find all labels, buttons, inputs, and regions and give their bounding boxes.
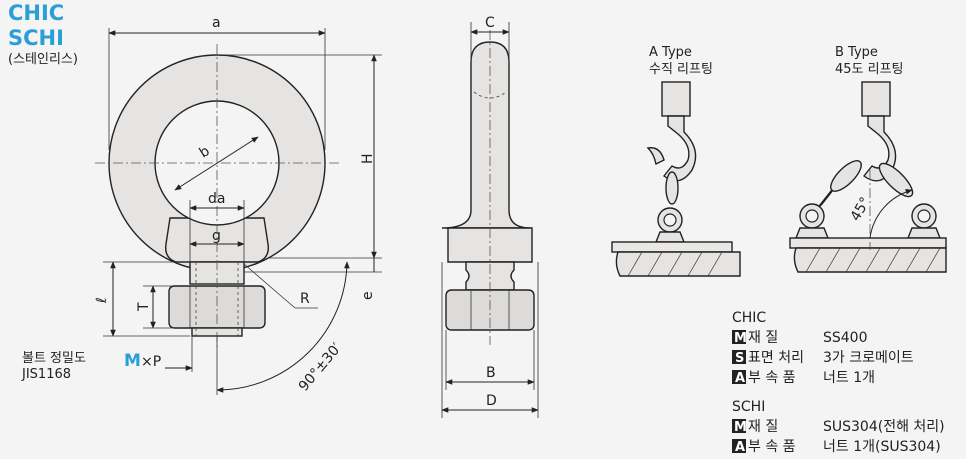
thread-note: 볼트 정밀도 JIS1168 M ×P	[21, 336, 193, 382]
thread-note-line1: 볼트 정밀도	[22, 351, 86, 366]
badge-a-icon	[732, 370, 746, 384]
svg-text:M: M	[734, 420, 747, 435]
dim-e-label: e	[360, 291, 376, 300]
dim-c-label: C	[485, 15, 495, 31]
spec-schi-row-material: M 재 질 SUS304(전해 처리)	[732, 419, 945, 435]
spec-chic-heading: CHIC	[732, 310, 766, 326]
type-b-diagram: B Type 45도 리프팅 45°	[789, 45, 947, 273]
spec-label: 부 속 품	[748, 370, 796, 386]
svg-text:A: A	[735, 440, 745, 455]
title-schi: SCHI	[8, 26, 64, 50]
badge-m-icon	[732, 419, 746, 433]
spec-chic-row-surface: S 표면 처리 3가 크로메이트	[732, 350, 914, 366]
title-chic: CHIC	[8, 1, 64, 25]
dim-g-label: g	[212, 228, 221, 244]
svg-text:A: A	[735, 371, 745, 386]
angle-label: 90°±30′	[296, 340, 345, 394]
thread-m-label: M	[124, 351, 141, 371]
side-collar	[447, 227, 533, 263]
badge-m-icon	[732, 330, 746, 344]
front-view-eyebolt: a b da g R T ℓ H e	[94, 15, 382, 395]
spec-table: CHIC M 재 질 SS400 S 표면 처리 3가 크로메이트 A 부 속 …	[732, 310, 945, 455]
type-b-title: B Type	[835, 45, 878, 60]
thread-note-line2: JIS1168	[21, 367, 71, 382]
spec-chic-row-material: M 재 질 SS400	[732, 330, 868, 346]
spec-label: 재 질	[748, 419, 778, 435]
spec-label: 부 속 품	[748, 439, 796, 455]
spec-schi-heading: SCHI	[732, 399, 765, 415]
dim-t-label: T	[136, 302, 152, 312]
spec-schi-row-accessory: A 부 속 품 너트 1개(SUS304)	[732, 439, 941, 455]
badge-a-icon	[732, 439, 746, 453]
dim-h-label: H	[360, 153, 376, 164]
spec-value: SUS304(전해 처리)	[823, 419, 945, 435]
side-ring	[441, 41, 531, 229]
dim-r-label: R	[300, 291, 310, 307]
type-b-desc: 45도 리프팅	[835, 62, 904, 77]
dim-l-label: ℓ	[94, 297, 110, 304]
type-a-title: A Type	[649, 45, 692, 60]
subtitle-stainless: (스테인리스)	[8, 52, 78, 67]
svg-text:M: M	[734, 331, 747, 346]
dim-d-label: D	[486, 393, 497, 409]
type-a-chain-link	[665, 171, 679, 205]
spec-label: 재 질	[748, 330, 778, 346]
type-a-plate	[611, 241, 733, 253]
thread-p-label: ×P	[141, 354, 161, 370]
side-view-eyebolt: C B D	[441, 15, 539, 418]
type-a-hook	[663, 115, 697, 182]
spec-value: 너트 1개	[823, 370, 875, 386]
svg-text:S: S	[735, 351, 744, 366]
spec-value: 3가 크로메이트	[823, 350, 914, 366]
type-b-chain-right	[878, 162, 914, 198]
spec-value: 너트 1개(SUS304)	[823, 439, 941, 455]
spec-label: 표면 처리	[748, 350, 804, 366]
dim-b-side-label: B	[486, 365, 496, 381]
badge-s-icon	[732, 350, 746, 364]
type-a-block	[661, 81, 691, 117]
spec-value: SS400	[823, 330, 868, 346]
type-a-diagram: A Type 수직 리프팅	[611, 45, 741, 277]
type-b-plate	[789, 237, 947, 249]
spec-chic-row-accessory: A 부 속 품 너트 1개	[732, 370, 875, 386]
dim-da-label: da	[208, 191, 225, 207]
type-a-desc: 수직 리프팅	[649, 62, 713, 77]
dim-a-label: a	[212, 15, 221, 31]
type-b-block	[861, 81, 891, 117]
